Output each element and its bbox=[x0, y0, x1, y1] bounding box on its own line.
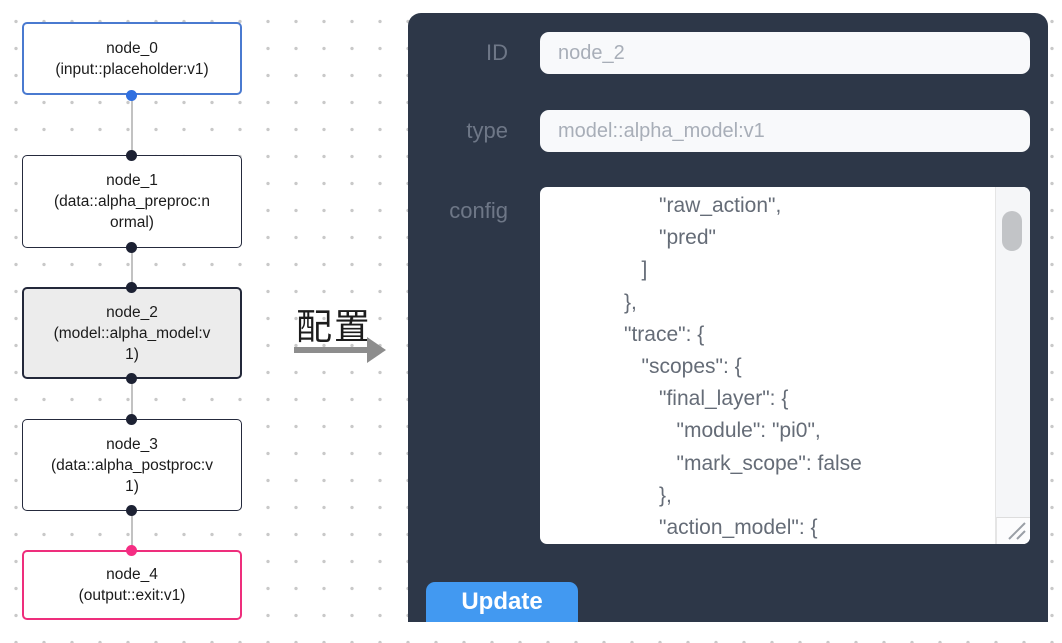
flow-node-node_4[interactable]: node_4 (output::exit:v1) bbox=[22, 550, 242, 620]
id-input[interactable] bbox=[540, 32, 1030, 74]
edge-node1-node2 bbox=[131, 247, 133, 288]
node-title: node_4 bbox=[106, 566, 158, 583]
edge-node2-node3 bbox=[131, 378, 133, 420]
node-subtitle: (data::alpha_postproc:v1) bbox=[51, 456, 213, 495]
id-label: ID bbox=[486, 40, 508, 65]
handle-node3-bottom[interactable] bbox=[126, 505, 137, 516]
update-button[interactable]: Update bbox=[426, 582, 578, 622]
type-label: type bbox=[466, 118, 508, 143]
flow-node-node_3[interactable]: node_3 (data::alpha_postproc:v1) bbox=[22, 419, 242, 511]
node-subtitle: (data::alpha_preproc:normal) bbox=[54, 193, 210, 231]
config-scrollbar-track[interactable] bbox=[995, 187, 1030, 544]
config-editor[interactable]: "raw_action", "pred" ] }, "trace": { "sc… bbox=[540, 187, 1030, 544]
node-title: node_2 bbox=[106, 303, 158, 321]
edge-node3-node4 bbox=[131, 510, 133, 551]
config-resize-handle[interactable] bbox=[996, 517, 1030, 544]
handle-node1-bottom[interactable] bbox=[126, 242, 137, 253]
flow-node-node_2-selected[interactable]: node_2 (model::alpha_model:v1) bbox=[22, 287, 242, 379]
node-subtitle: (output::exit:v1) bbox=[78, 587, 186, 604]
resize-grip-icon bbox=[1008, 522, 1026, 540]
node-title: node_3 bbox=[106, 435, 158, 453]
handle-node0-bottom[interactable] bbox=[126, 90, 137, 101]
node-title: node_1 bbox=[106, 172, 158, 189]
handle-node1-top[interactable] bbox=[126, 150, 137, 161]
node-subtitle: (input::placeholder:v1) bbox=[55, 60, 209, 78]
config-arrow-head-icon bbox=[367, 337, 386, 363]
edge-node0-node1 bbox=[131, 95, 133, 156]
flow-node-node_1[interactable]: node_1 (data::alpha_preproc:normal) bbox=[22, 155, 242, 248]
type-input[interactable] bbox=[540, 110, 1030, 152]
handle-node4-top[interactable] bbox=[126, 545, 137, 556]
node-subtitle: (model::alpha_model:v1) bbox=[53, 324, 211, 363]
config-arrow-label: 配置 bbox=[296, 306, 373, 347]
config-arrow bbox=[294, 347, 368, 353]
handle-node2-top[interactable] bbox=[126, 282, 137, 293]
handle-node2-bottom[interactable] bbox=[126, 373, 137, 384]
config-label: config bbox=[449, 198, 508, 223]
config-scrollbar-thumb[interactable] bbox=[1002, 211, 1022, 251]
config-json-text: "raw_action", "pred" ] }, "trace": { "sc… bbox=[624, 194, 862, 540]
node-title: node_0 bbox=[106, 39, 158, 57]
flow-node-node_0[interactable]: node_0 (input::placeholder:v1) bbox=[22, 22, 242, 95]
handle-node3-top[interactable] bbox=[126, 414, 137, 425]
node-config-panel: ID type config "raw_action", "pred" ] },… bbox=[408, 13, 1048, 622]
